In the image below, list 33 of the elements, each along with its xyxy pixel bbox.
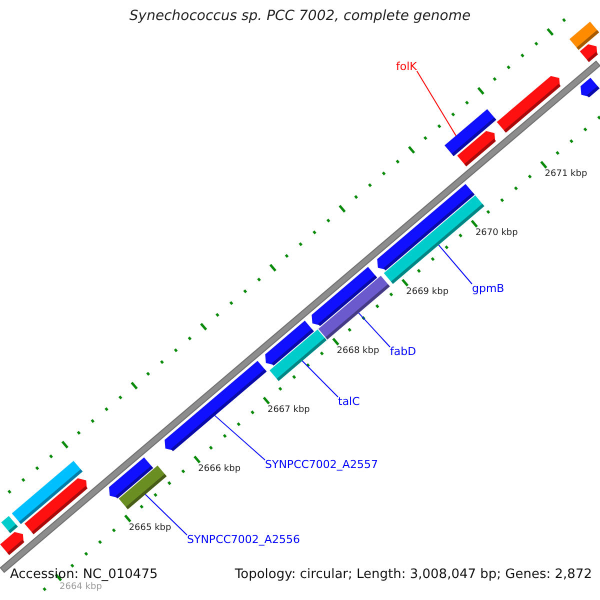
scale-label: 2664 kbp bbox=[60, 582, 102, 592]
gene-feature bbox=[318, 276, 390, 340]
gene-label: gpmB bbox=[472, 282, 504, 295]
gene-label: talC bbox=[338, 395, 360, 408]
diagram-title: Synechococcus sp. PCC 7002, complete genome bbox=[128, 8, 472, 24]
gene-feature bbox=[24, 478, 88, 534]
gene-feature bbox=[1, 516, 18, 534]
gene-feature bbox=[270, 330, 327, 381]
leader-line bbox=[416, 70, 456, 136]
footer-text: Accession: NC_010475 bbox=[10, 567, 158, 582]
gene-label: fabD bbox=[390, 345, 416, 358]
gene-feature bbox=[457, 131, 496, 166]
gene-feature bbox=[496, 76, 561, 133]
scale-label: 2668 kbp bbox=[336, 346, 380, 356]
scale-label: 2671 kbp bbox=[544, 169, 588, 180]
scale-label: 2665 kbp bbox=[128, 523, 172, 534]
leader-line bbox=[302, 360, 338, 398]
gene-feature bbox=[0, 532, 24, 555]
leader-line bbox=[358, 312, 390, 348]
gene-label: folK bbox=[396, 60, 417, 73]
leader-line bbox=[214, 415, 266, 460]
gene-feature bbox=[164, 360, 267, 452]
gene-label: SYNPCC7002_A2556 bbox=[187, 533, 300, 546]
scale-label: 2670 kbp bbox=[475, 228, 518, 238]
footer-text: Topology: circular; Length: 3,008,047 bp; Genes: 2,872 bbox=[234, 567, 592, 582]
gene-feature bbox=[580, 78, 600, 98]
gene-label: SYNPCC7002_A2557 bbox=[265, 458, 378, 471]
scale-label: 2666 kbp bbox=[198, 464, 241, 474]
gene-feature bbox=[118, 466, 167, 510]
leader-line bbox=[144, 494, 188, 536]
scale-label: 2667 kbp bbox=[267, 405, 310, 416]
scale-label: 2669 kbp bbox=[406, 287, 449, 298]
gene-feature bbox=[580, 44, 598, 62]
